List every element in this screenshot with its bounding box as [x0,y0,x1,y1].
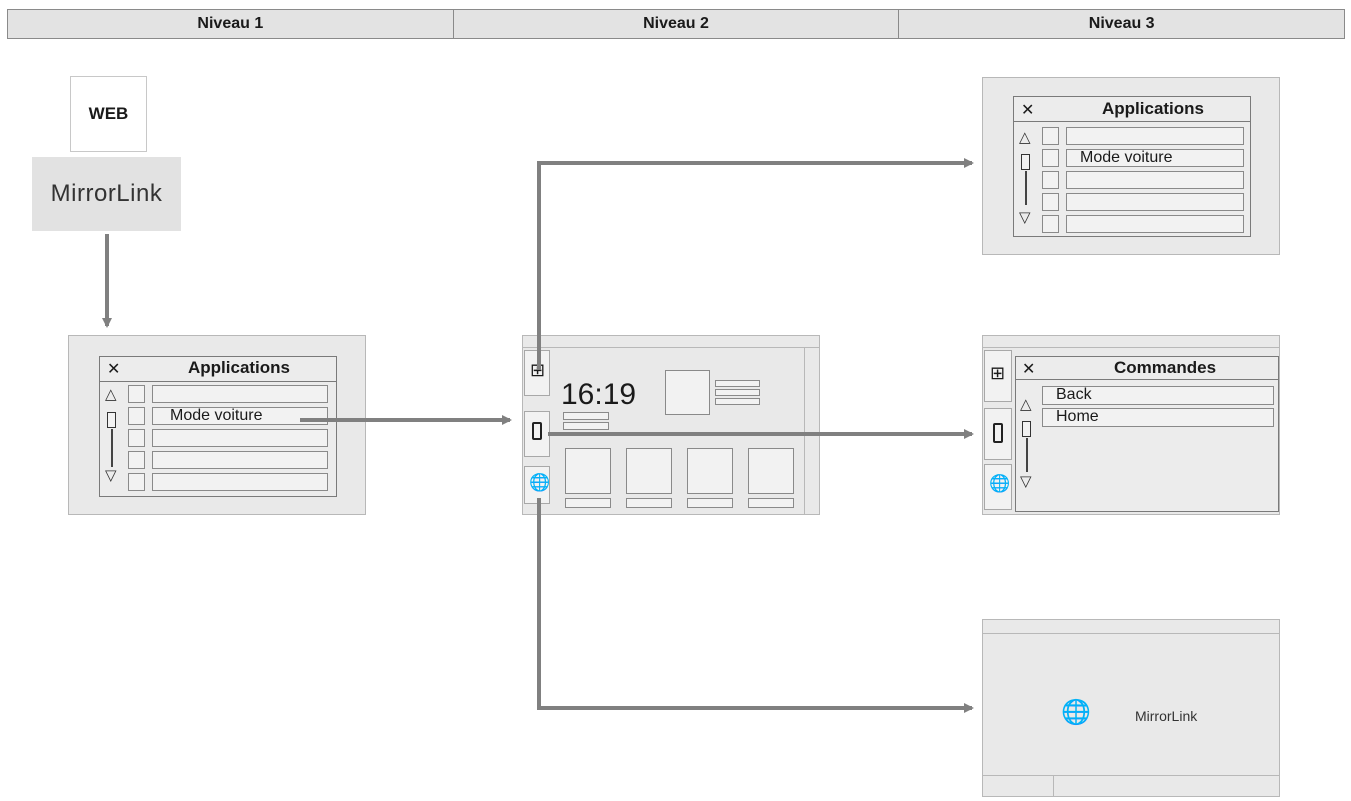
shortcut-label-bar [748,498,794,508]
clock-sub-bar [563,412,609,420]
globe-icon: 🌐 [989,474,1011,493]
shortcut-label-bar [626,498,672,508]
close-icon[interactable]: ✕ [1022,361,1036,378]
app-list-item-mode-voiture[interactable] [152,407,328,425]
scroll-thumb[interactable] [1021,154,1030,170]
widget-line [715,398,760,405]
app-list-item[interactable] [1066,193,1244,211]
status-bar [983,336,1279,348]
app-icon-slot [1042,193,1059,211]
close-icon[interactable]: ✕ [107,361,121,378]
clock: 16:19 [561,378,637,411]
app-list-item[interactable] [1066,215,1244,233]
level-2-label: Niveau 2 [454,10,900,38]
shortcut-label-bar [565,498,611,508]
status-bar [523,336,819,348]
app-icon-slot [128,385,145,403]
smartphone-icon [532,422,542,440]
clock-sub-bar [563,422,609,430]
right-divider [804,348,805,514]
mirrorlink-button[interactable]: MirrorLink [32,157,181,231]
web-side-button[interactable] [984,464,1012,510]
app-icon-slot [128,451,145,469]
scroll-thumb[interactable] [107,412,116,428]
app-icon-slot [128,407,145,425]
app-icon-slot [128,473,145,491]
applications-panel: ✕ Applications △ ▽ Mode voiture [99,356,337,497]
title-divider [100,381,336,382]
scroll-track[interactable] [111,429,113,467]
app-list-item[interactable] [1066,171,1244,189]
app-icon-slot [1042,215,1059,233]
arrow-up-icon[interactable]: △ [1019,129,1031,146]
arrow-apps-to-applications [537,158,974,370]
title-divider [1014,121,1250,122]
app-icon-slot [1042,149,1059,167]
mode-voiture-label: Mode voiture [170,407,263,424]
arrow-down-icon[interactable]: ▽ [1019,209,1031,226]
home-label: Home [1056,408,1099,425]
level-1-label: Niveau 1 [8,10,454,38]
shortcut-tile[interactable] [565,448,611,494]
arrow-down-icon[interactable]: ▽ [1020,473,1032,490]
mode-voiture-label: Mode voiture [1080,149,1173,166]
commandes-title: Commandes [1114,358,1217,377]
back-label: Back [1056,386,1092,403]
app-list-item[interactable] [1066,127,1244,145]
level2-home-screen: ⊞ 🌐 16:19 [522,335,820,515]
title-divider [1016,379,1278,380]
level-header: Niveau 1 Niveau 2 Niveau 3 [7,9,1345,39]
bottom-bar-separator [1053,775,1054,796]
arrow-up-icon[interactable]: △ [105,386,117,403]
arrow-up-icon[interactable]: △ [1020,396,1032,413]
level1-applications-screen: ✕ Applications △ ▽ Mode voiture [68,335,366,515]
app-list-item[interactable] [152,451,328,469]
app-icon-slot [1042,171,1059,189]
web-label: WEB [88,104,129,123]
bottom-bar-divider [983,775,1279,776]
shortcut-label-bar [687,498,733,508]
app-list-item[interactable] [152,385,328,403]
scroll-thumb[interactable] [1022,421,1031,437]
shortcut-tile[interactable] [687,448,733,494]
globe-icon: 🌐 [1061,699,1091,726]
web-button[interactable]: WEB [70,76,147,152]
widget-square[interactable] [665,370,710,415]
level3-mirrorlink-screen: 🌐 MirrorLink [982,619,1280,797]
apps-side-button[interactable] [984,350,1012,402]
level-3-label: Niveau 3 [1088,15,1155,32]
mirrorlink-logo: MirrorLink [1135,708,1198,724]
command-back[interactable] [1042,386,1274,405]
applications-panel: ✕ Applications △ ▽ Mode voiture [1013,96,1251,237]
shortcut-tile[interactable] [748,448,794,494]
applications-title: Applications [188,358,291,377]
applications-title: Applications [1102,99,1205,118]
phone-side-button[interactable] [984,408,1012,460]
arrow-down-icon[interactable]: ▽ [105,467,117,484]
grid-icon: ⊞ [990,363,1006,383]
globe-icon: 🌐 [529,473,551,492]
smartphone-icon [993,423,1003,443]
level3-commandes-screen: ⊞ 🌐 ✕ Commandes △ ▽ Back Home [982,335,1280,515]
command-home[interactable] [1042,408,1274,427]
scroll-track[interactable] [1026,438,1028,472]
mirrorlink-logo: MirrorLink [50,180,163,207]
app-list-item[interactable] [152,473,328,491]
app-list-item[interactable] [152,429,328,447]
app-icon-slot [128,429,145,447]
widget-line [715,380,760,387]
commandes-panel: ✕ Commandes △ ▽ Back Home [1015,356,1279,512]
status-bar [983,620,1279,634]
widget-line [715,389,760,396]
web-side-button[interactable] [524,466,550,504]
app-icon-slot [1042,127,1059,145]
shortcut-tile[interactable] [626,448,672,494]
close-icon[interactable]: ✕ [1021,102,1035,119]
level3-applications-screen: ✕ Applications △ ▽ Mode voiture [982,77,1280,255]
arrow-web-to-mirrorlink [537,498,974,713]
app-list-item-mode-voiture[interactable] [1066,149,1244,167]
scroll-track[interactable] [1025,171,1027,205]
